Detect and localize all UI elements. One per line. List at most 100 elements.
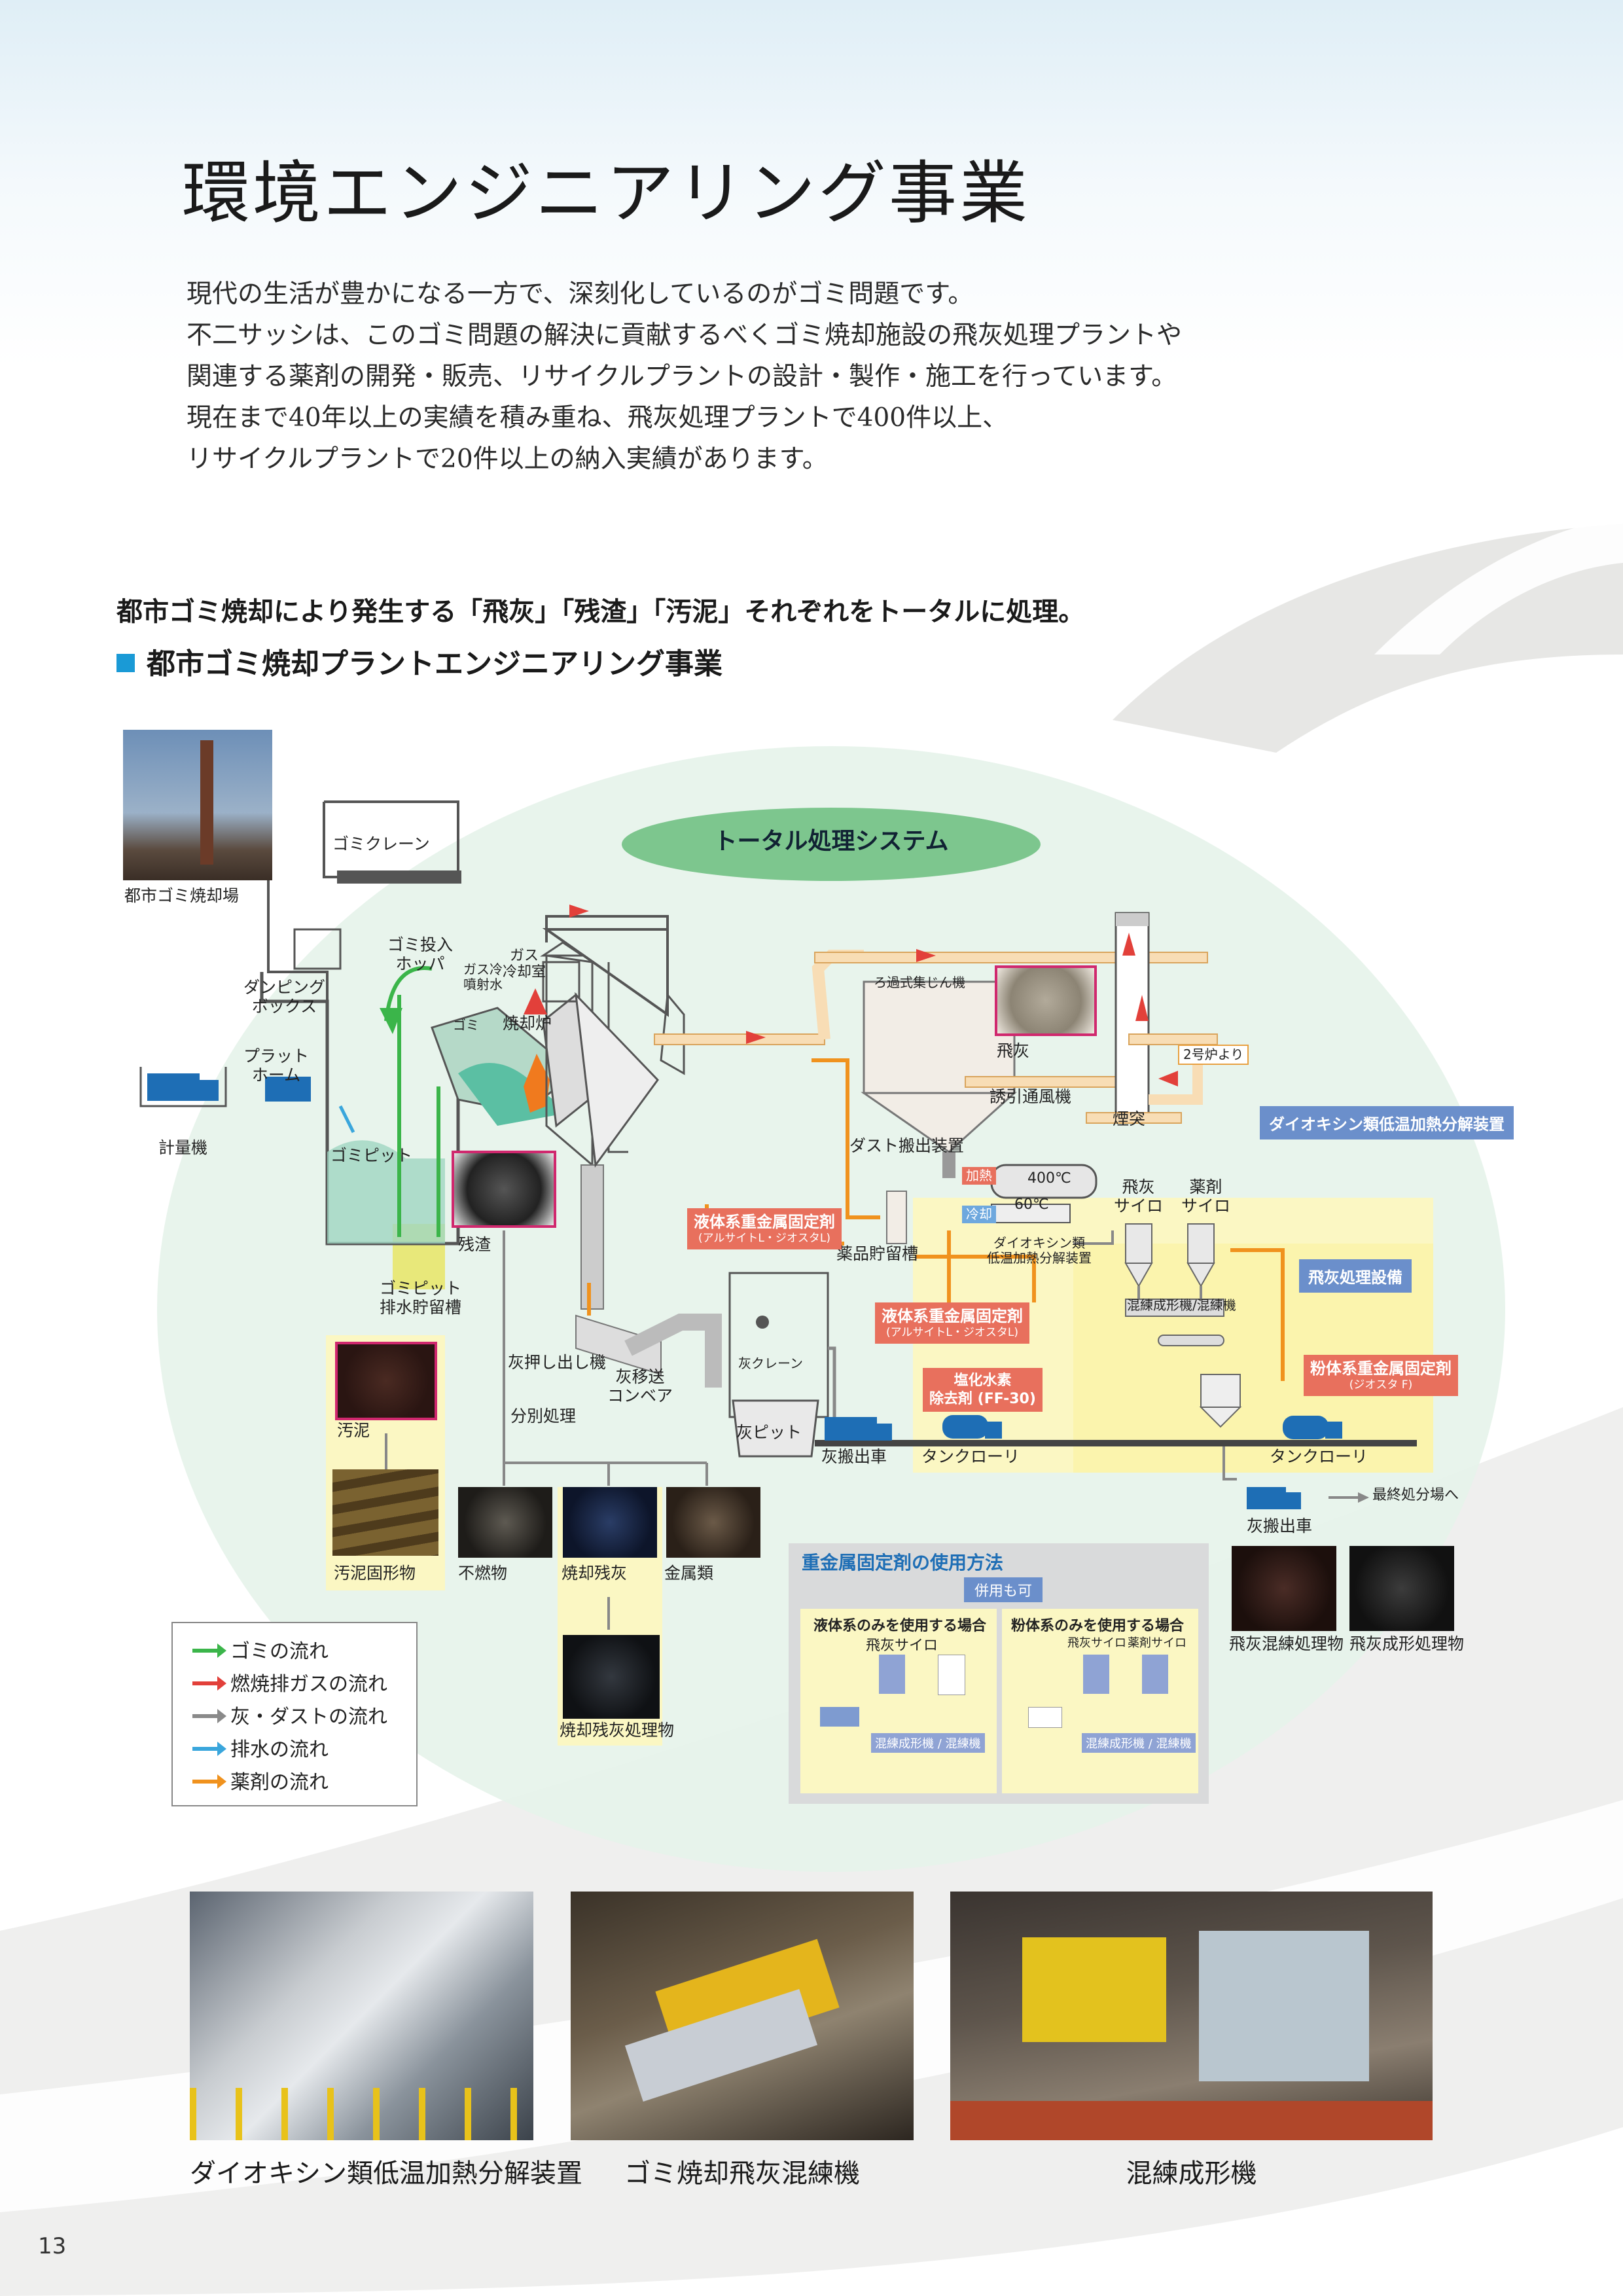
label-ash-crane: 灰クレーン [738,1355,803,1371]
method-mixer-1: 混練成形機 / 混練機 [871,1733,985,1753]
label-cool: 冷却 [962,1206,996,1223]
label-metals: 金属類 [664,1564,714,1583]
method-both: 併用も可 [964,1577,1043,1602]
method-flyash-silo: 飛灰サイロ [866,1638,938,1654]
legend-item: ゴミの流れ [192,1635,329,1664]
tag-sub: (ジオスタ F) [1349,1378,1413,1391]
legend-item: 燃焼排ガスの流れ [192,1668,387,1696]
label-chimney: 煙突 [1113,1109,1146,1128]
label-gas-cool-water: ガス冷 噴射水 [463,961,503,992]
label-crane: ゴミクレーン [332,834,430,853]
label-sludge-solid: 汚泥固形物 [334,1564,416,1583]
method-liquid-case: 液体系のみを使用する場合 [813,1618,987,1634]
legend: ゴミの流れ 燃焼排ガスの流れ 灰・ダストの流れ 排水の流れ 薬剤の流れ [171,1622,418,1806]
legend-label: 薬剤の流れ [230,1771,329,1794]
label-burned-ash: 焼却残灰 [562,1564,628,1583]
arrow-icon [192,1774,226,1789]
method-mixer-2: 混練成形機 / 混練機 [1082,1733,1196,1753]
label-burned-ash-proc: 焼却残灰処理物 [560,1721,675,1740]
intro-line: 不二サッシは、このゴミ問題の解決に貢献するべくゴミ焼却施設の飛灰処理プラントや [187,321,1183,350]
label-tank-lorry-2: タンクローリ [1270,1447,1368,1466]
label-ash-pit: 灰ピット [736,1423,802,1442]
incinerator-site-photo [123,730,272,880]
label-noncombust: 不燃物 [458,1564,508,1583]
label-dumping-box: ダンピング ボックス [243,978,326,1016]
residue-photo [452,1151,556,1228]
flyash-mix-photo [1232,1546,1336,1631]
label-residue: 残渣 [458,1235,491,1254]
intro-text: 現代の生活が豊かになる一方で、深刻化しているのがゴミ問題です。 不二サッシは、こ… [187,274,1299,480]
photo-dioxin-unit [190,1892,533,2140]
photo-flyash-mixer [571,1892,914,2140]
sludge-solid-photo [332,1469,438,1556]
label-scale: 計量機 [158,1138,208,1157]
flyash-photo [995,965,1097,1036]
photo-kneading-former [950,1892,1433,2140]
page-number: 13 [38,2233,67,2259]
label-dioxin-small: ダイオキシン類 低温加熱分解装置 [987,1235,1092,1266]
legend-label: 燃焼排ガスの流れ [230,1673,387,1696]
legend-item: 灰・ダストの流れ [192,1700,387,1729]
label-pit: ゴミピット [330,1146,413,1165]
legend-item: 薬剤の流れ [192,1766,329,1795]
intro-line: リサイクルプラントで20件以上の納入実績があります。 [187,444,828,474]
label-ash-push: 灰押し出し機 [508,1353,607,1372]
method-flyash-silo-2: 飛灰サイロ [1067,1636,1126,1650]
method-powder-panel: 粉体系のみを使用する場合 飛灰サイロ 薬剤サイロ 混練成形機 / 混練機 [1002,1609,1198,1793]
label-t60: 60℃ [1014,1196,1049,1213]
legend-item: 排水の流れ [192,1733,329,1762]
section-heading: 都市ゴミ焼却プラントエンジニアリング事業 [116,640,722,682]
tag-powder-fixer: 粉体系重金属固定剤(ジオスタ F) [1304,1355,1458,1397]
label-t400: 400℃ [1027,1170,1071,1187]
square-bullet-icon [116,654,135,672]
legend-label: 排水の流れ [230,1738,329,1761]
tag-sub: (アルサイトL・ジオスタL) [698,1232,831,1245]
method-title: 重金属固定剤の使用方法 [802,1552,1004,1573]
label-sludge: 汚泥 [337,1421,370,1440]
label-dust-out: ダスト搬出装置 [849,1136,965,1155]
legend-label: 灰・ダストの流れ [230,1706,387,1729]
label-no2: 2号炉より [1178,1045,1249,1065]
flyash-form-photo [1349,1546,1454,1631]
noncombust-photo [458,1487,552,1558]
arrow-icon [192,1643,226,1658]
label-fan: 誘引通風機 [990,1087,1072,1106]
label-ash-conv: 灰移送 コンベア [607,1367,673,1405]
label-chem-silo: 薬剤 サイロ [1181,1177,1231,1215]
intro-line: 現代の生活が豊かになる一方で、深刻化しているのがゴミ問題です。 [187,279,974,309]
method-liquid-panel: 液体系のみを使用する場合 飛灰サイロ 混練成形機 / 混練機 [800,1609,997,1793]
tag-hcl: 塩化水素 除去剤 (FF-30) [923,1368,1043,1412]
label-gas-cool-room: ガス 冷却室 [503,948,546,981]
tag-liquid-fixer-2: 液体系重金属固定剤(アルサイトL・ジオスタL) [875,1302,1029,1344]
label-heat: 加熱 [962,1167,996,1185]
system-pill [622,808,1041,881]
label-tank-lorry: タンクローリ [921,1447,1020,1466]
arrow-icon [192,1676,226,1691]
label-fly-ash: 飛灰 [997,1041,1030,1060]
arrow-icon [192,1709,226,1723]
legend-label: ゴミの流れ [230,1640,329,1663]
tag-title: 液体系重金属固定剤 [694,1213,835,1231]
label-filter: ろ過式集じん機 [874,975,965,990]
label-incinerator-site: 都市ゴミ焼却場 [124,886,240,905]
method-chem-silo: 薬剤サイロ [1128,1636,1186,1650]
burned-ash-photo [563,1487,657,1558]
label-flyash-silo: 飛灰 サイロ [1114,1177,1164,1215]
label-furnace: 焼却炉 [503,1014,552,1033]
label-pit-tank: ゴミピット 排水貯留槽 [380,1279,462,1317]
caption-flyash-mixer: ゴミ焼却飛灰混練機 [624,2159,860,2189]
tag-title: 液体系重金属固定剤 [882,1307,1023,1325]
label-sorting: 分別処理 [510,1407,577,1426]
burned-ash-proc-photo [563,1635,660,1719]
label-hopper: ゴミ投入 ホッパ [387,935,454,973]
label-ash-truck-2: 灰搬出車 [1247,1516,1313,1535]
method-box: 重金属固定剤の使用方法 併用も可 液体系のみを使用する場合 飛灰サイロ 混練成形… [789,1543,1209,1804]
caption-dioxin-unit: ダイオキシン類低温加熱分解装置 [190,2159,582,2189]
lead-text: 都市ゴミ焼却により発生する「飛灰」「残渣」「汚泥」それぞれをトータルに処理。 [116,597,1085,627]
section-title: 都市ゴミ焼却プラントエンジニアリング事業 [147,647,722,681]
label-garbage: ゴミ [453,1017,479,1033]
caption-kneading-former: 混練成形機 [1126,2159,1257,2189]
label-chem-tank: 薬品貯留槽 [836,1244,919,1263]
label-flyash-form: 飛灰成形処理物 [1349,1634,1465,1653]
metals-photo [666,1487,760,1558]
